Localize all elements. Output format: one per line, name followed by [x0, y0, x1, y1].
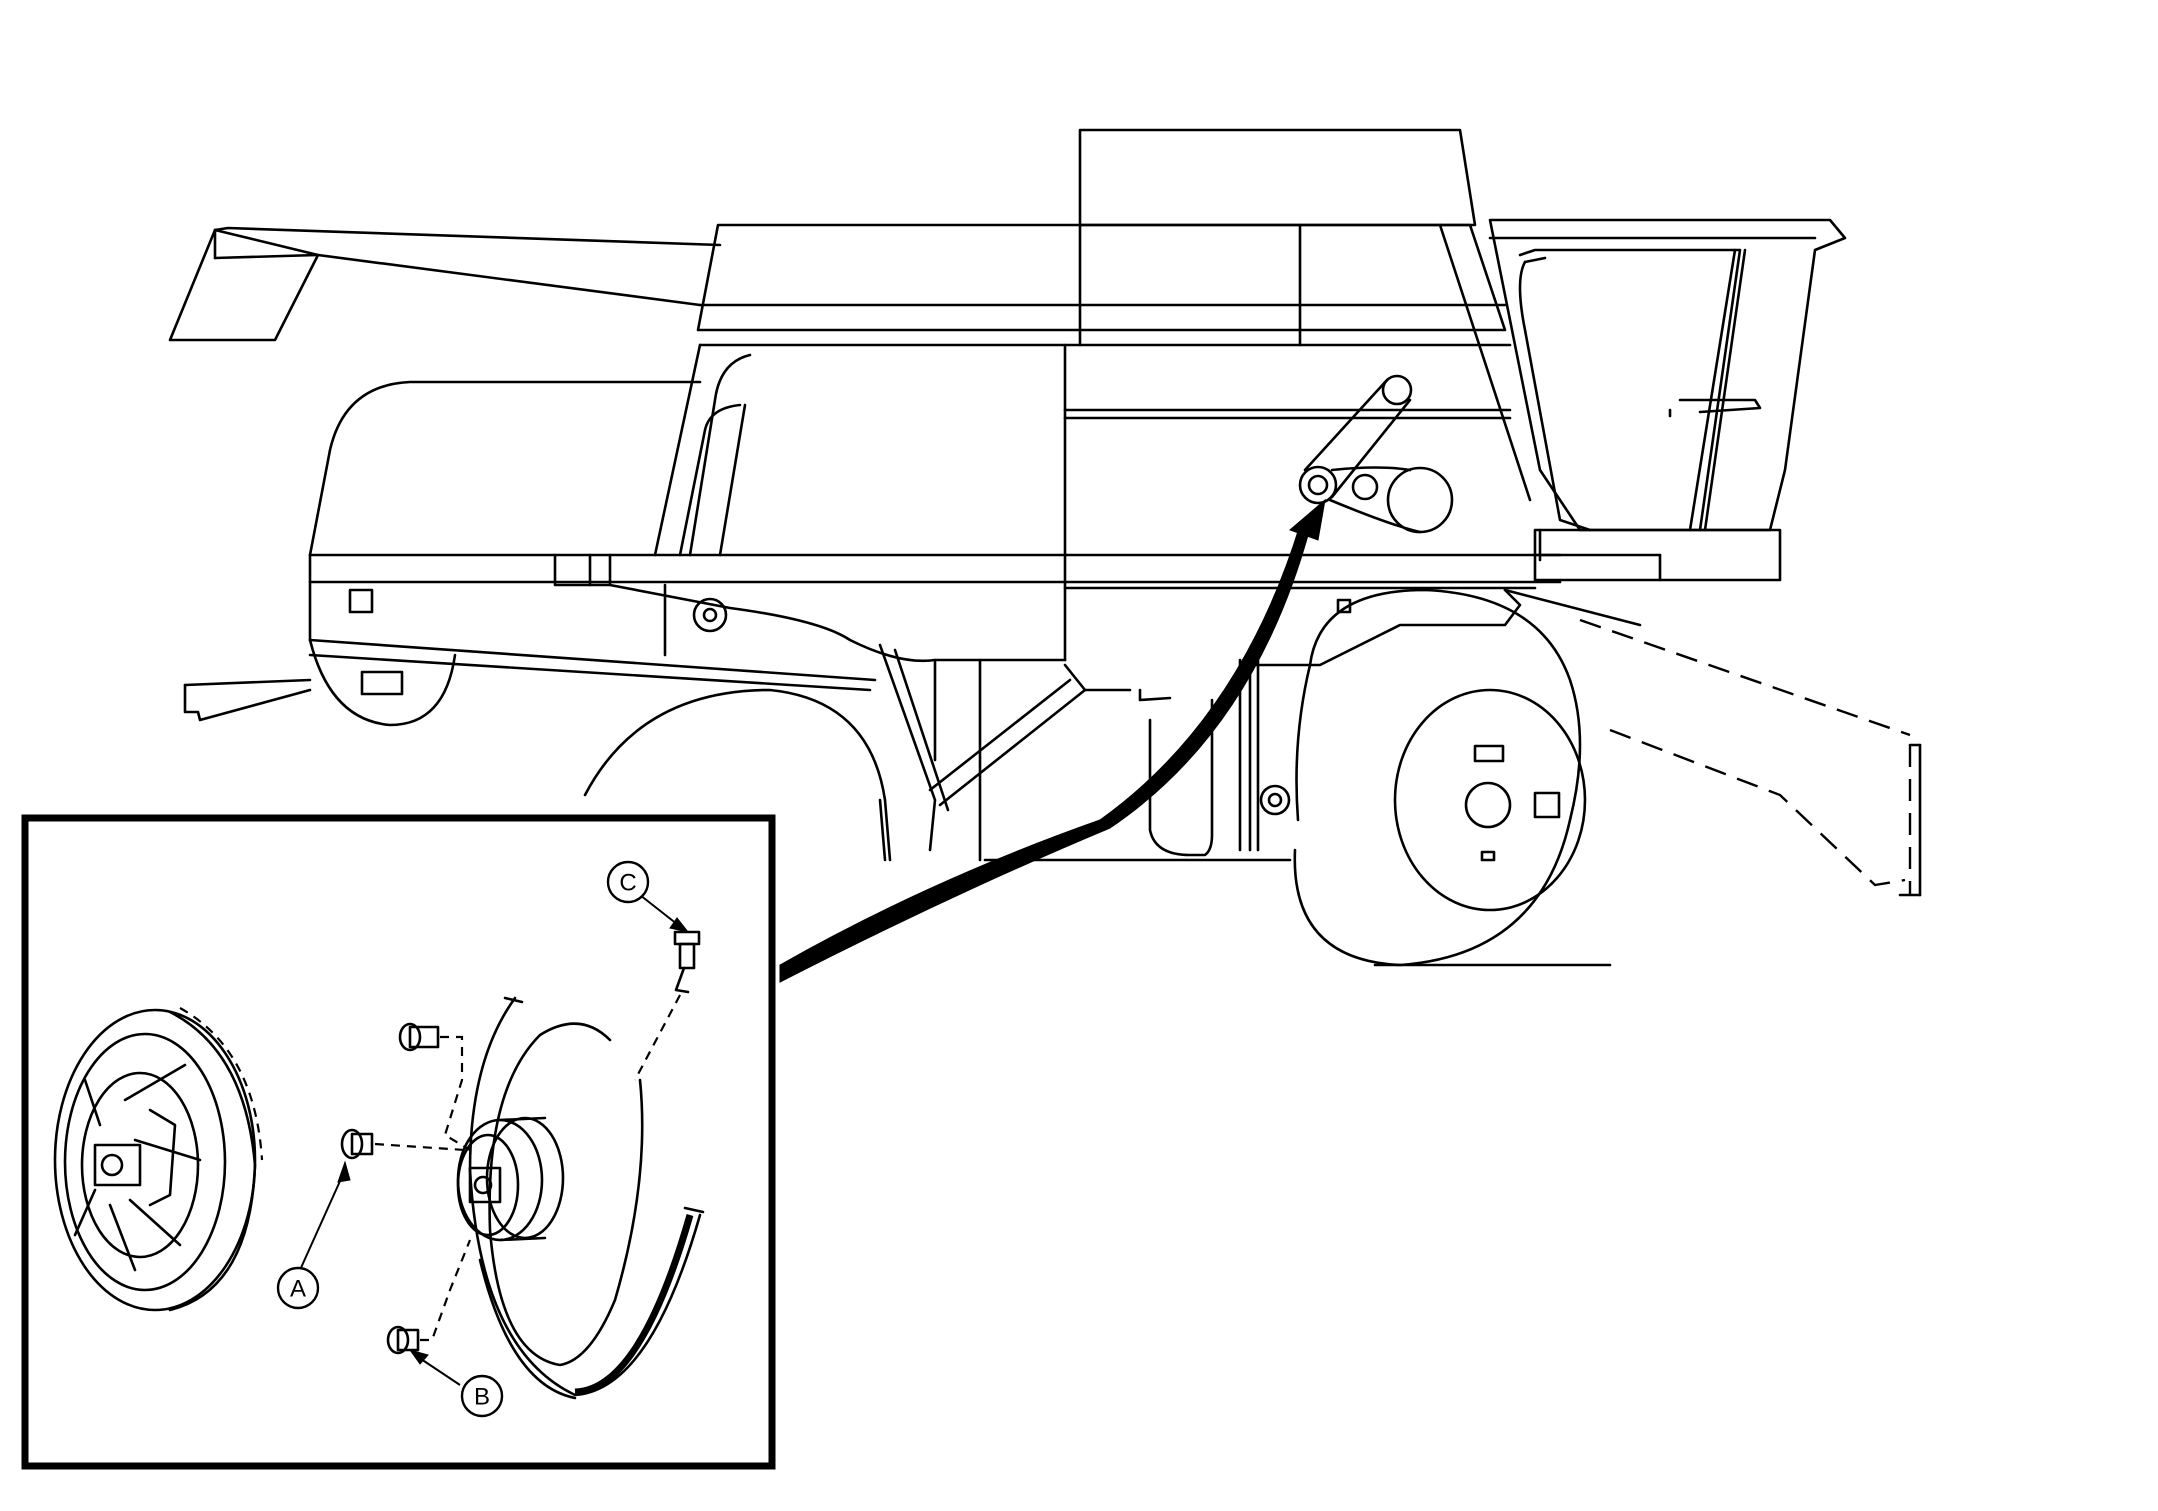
pulley-left: [53, 1007, 264, 1312]
leader-arrow: [779, 498, 1326, 983]
header-dashed: [1579, 618, 1922, 897]
grease-fitting-b: [386, 1239, 472, 1355]
callout-leaders: [299, 894, 690, 1386]
callout-b-label: B: [474, 1384, 490, 1411]
belt-drive: [1298, 374, 1454, 534]
pulley-right: [456, 996, 705, 1400]
front-wheel: [1293, 588, 1612, 967]
rear-wheel: [583, 688, 892, 862]
callout-c: C: [606, 860, 650, 904]
main-body: [308, 343, 1562, 662]
lower-frame: [553, 553, 1642, 862]
combine-harvester: [168, 128, 1922, 967]
grease-fitting-a: [340, 1128, 466, 1160]
unloading-auger: [168, 226, 722, 342]
callout-b: B: [460, 1374, 504, 1418]
grain-tank: [696, 128, 1532, 502]
callout-a: A: [276, 1266, 320, 1310]
grease-fitting-c: [634, 930, 701, 1081]
engine-hood: [183, 380, 877, 727]
grease-fitting-top: [398, 1022, 471, 1151]
operator-cab: [1488, 218, 1847, 582]
callout-c-label: C: [619, 870, 636, 897]
detail-inset: A B C: [21, 814, 776, 1470]
callout-a-label: A: [290, 1276, 306, 1303]
